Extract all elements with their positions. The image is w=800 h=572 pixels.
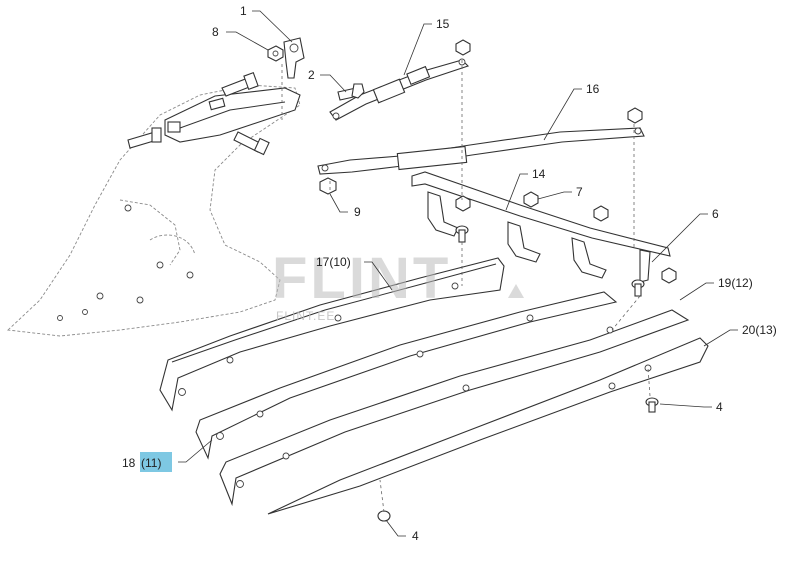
callout-6: 6	[712, 207, 719, 221]
blade-part-18	[195, 291, 618, 460]
nut-bracket-c	[661, 267, 677, 284]
callout-9: 9	[354, 205, 361, 219]
bolt-part-2	[337, 83, 365, 101]
watermark-site: FLINT.EE	[276, 309, 335, 323]
nut-bracket-b	[593, 205, 609, 222]
callout-20: 20(13)	[742, 323, 777, 337]
callout-highlight	[140, 452, 172, 472]
bolt-bracket-foot	[455, 225, 469, 243]
nut-bracket-a	[455, 195, 471, 212]
plough-frame-ghost	[6, 84, 301, 337]
callout-2: 2	[308, 68, 315, 82]
alignment-lines	[281, 60, 651, 513]
bolt-part-6	[631, 279, 645, 297]
bolt-part-4-right	[645, 397, 659, 413]
blade-part-20	[267, 337, 709, 515]
bolt-left	[127, 127, 162, 149]
bracket-frame-part-14	[411, 171, 671, 283]
callout-14: 14	[532, 167, 546, 181]
nut-part-16	[627, 107, 643, 124]
callout-18-alt: (11)	[141, 456, 161, 470]
callout-16: 16	[586, 82, 600, 96]
callout-18-number: 18	[122, 456, 136, 470]
leader-lines	[178, 10, 738, 537]
bolt-upper	[221, 72, 259, 97]
adjuster-rod-part-15	[329, 58, 470, 121]
nut-part-7	[523, 191, 539, 208]
callout-4-right: 4	[716, 400, 723, 414]
adjuster-rod-part-16	[317, 127, 645, 175]
callout-4-bottom: 4	[412, 529, 419, 543]
bolt-part-4-bottom	[377, 510, 391, 522]
bolt-lower	[233, 131, 270, 156]
callout-17: 17(10)	[316, 255, 351, 269]
blade-part-17	[159, 257, 505, 412]
nut-top	[455, 39, 471, 56]
blade-part-19	[219, 309, 690, 507]
callout-7: 7	[576, 185, 583, 199]
callout-15: 15	[436, 17, 450, 31]
callouts: 1 8 2 15 16 14 7 6 9 17(10) 18 (11) 19(1…	[122, 4, 777, 543]
callout-8: 8	[212, 25, 219, 39]
eye-bolt-part-1	[283, 37, 305, 79]
callout-19: 19(12)	[718, 276, 753, 290]
nut-part-8	[267, 45, 284, 62]
watermark: FLINT FLINT.EE	[272, 246, 524, 323]
watermark-brand: FLINT	[272, 246, 451, 311]
callout-1: 1	[240, 4, 247, 18]
mounting-bracket	[164, 87, 301, 143]
nut-part-9	[319, 177, 337, 195]
